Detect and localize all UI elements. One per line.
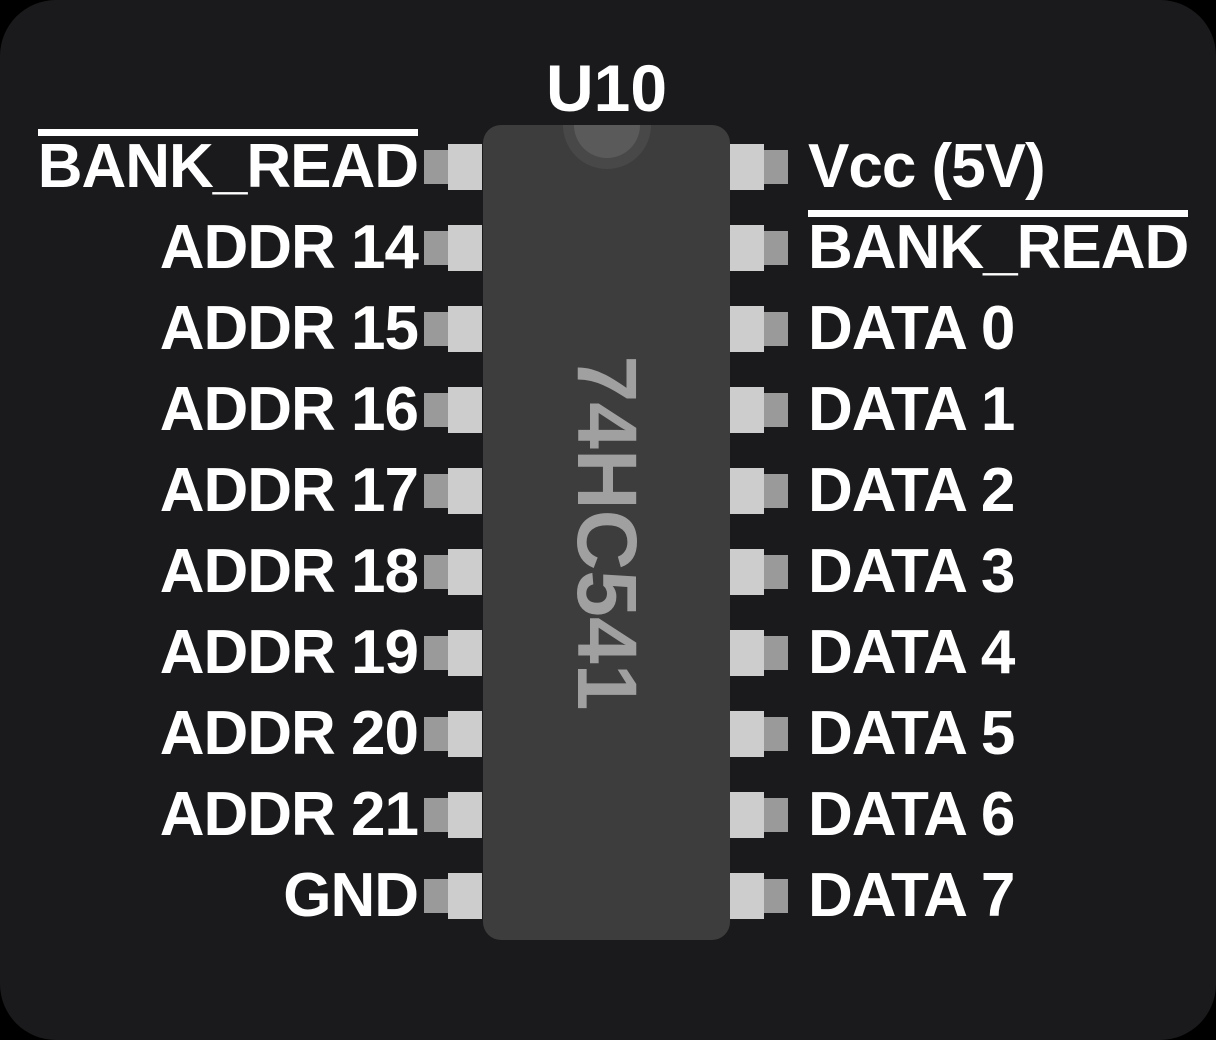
pin-pad-right-outer — [764, 879, 788, 913]
pin-row-right: DATA 5 — [808, 694, 1015, 774]
pin-pad-left-inner — [448, 792, 482, 838]
pin-pad-left-outer — [424, 555, 448, 589]
pin-label-right-1: Vcc (5V) — [808, 132, 1046, 201]
pin-pad-right-outer — [764, 474, 788, 508]
pin-pad-right-inner — [730, 630, 764, 676]
pin-pad-right-inner — [730, 144, 764, 190]
pin-pad-right-inner — [730, 711, 764, 757]
pin-label-right-3: DATA 0 — [808, 294, 1015, 363]
pin-pad-right-outer — [764, 636, 788, 670]
pin-pad-right-inner — [730, 387, 764, 433]
pin-label-right-6: DATA 3 — [808, 537, 1015, 606]
pin-row-right: Vcc (5V) — [808, 127, 1046, 207]
pin-pad-left-outer — [424, 312, 448, 346]
pin-row-right: DATA 4 — [808, 613, 1015, 693]
pin-row-left: ADDR 16 — [159, 370, 419, 450]
pin-pad-left-inner — [448, 144, 482, 190]
pin-pad-right-outer — [764, 231, 788, 265]
pin-row-right: DATA 0 — [808, 289, 1015, 369]
pin-row-left: ADDR 18 — [159, 532, 419, 612]
pin-pad-right-inner — [730, 306, 764, 352]
pin-label-left-1: BANK_READ — [37, 129, 419, 198]
pin-row-left: ADDR 19 — [159, 613, 419, 693]
pin-label-left-3: ADDR 15 — [159, 294, 419, 363]
pin-row-left: ADDR 20 — [159, 694, 419, 774]
active-low-overline — [37, 129, 418, 136]
pin-pad-left-outer — [424, 636, 448, 670]
pin-pad-right-outer — [764, 312, 788, 346]
pin-label-right-8: DATA 5 — [808, 699, 1015, 768]
chip-part-number: 74HC541 — [559, 355, 654, 710]
pin-label-left-2: ADDR 14 — [159, 213, 419, 282]
pin-label-right-5: DATA 2 — [808, 456, 1015, 525]
pin-pad-right-outer — [764, 798, 788, 832]
pin-pad-left-outer — [424, 474, 448, 508]
pin-pad-left-inner — [448, 225, 482, 271]
pin-label-left-7: ADDR 19 — [159, 618, 419, 687]
pin-pad-left-outer — [424, 393, 448, 427]
pin-pad-right-outer — [764, 717, 788, 751]
pin-row-left: GND — [283, 856, 419, 936]
pin-pad-right-inner — [730, 549, 764, 595]
pin-pad-right-inner — [730, 225, 764, 271]
pin-label-right-7: DATA 4 — [808, 618, 1015, 687]
pin-pad-left-outer — [424, 150, 448, 184]
pin-label-right-4: DATA 1 — [808, 375, 1015, 444]
pin-row-left: ADDR 14 — [159, 208, 419, 288]
pin-pad-right-outer — [764, 393, 788, 427]
active-low-overline — [808, 210, 1189, 217]
pin-label-right-9: DATA 6 — [808, 780, 1015, 849]
pin-row-right: DATA 6 — [808, 775, 1015, 855]
pin-row-left: ADDR 21 — [159, 775, 419, 855]
pin-row-right: DATA 7 — [808, 856, 1015, 936]
pin-pad-right-outer — [764, 150, 788, 184]
pin-pad-left-outer — [424, 879, 448, 913]
pin-pad-right-inner — [730, 873, 764, 919]
pin-label-right-10: DATA 7 — [808, 861, 1015, 930]
pin-pad-left-inner — [448, 549, 482, 595]
pin-pad-left-inner — [448, 306, 482, 352]
pin-row-left: ADDR 17 — [159, 451, 419, 531]
pin-pad-right-inner — [730, 792, 764, 838]
pin-row-right: DATA 1 — [808, 370, 1015, 450]
pin-row-right: DATA 2 — [808, 451, 1015, 531]
pin-row-left: ADDR 15 — [159, 289, 419, 369]
pin-label-left-8: ADDR 20 — [159, 699, 419, 768]
pin-label-left-9: ADDR 21 — [159, 780, 419, 849]
pin-pad-left-inner — [448, 468, 482, 514]
pin-pad-left-inner — [448, 873, 482, 919]
pin-row-right: BANK_READ — [808, 208, 1189, 288]
pin-row-left: BANK_READ — [37, 127, 419, 207]
pin-row-right: DATA 3 — [808, 532, 1015, 612]
pin-label-left-6: ADDR 18 — [159, 537, 419, 606]
chip-designator: U10 — [545, 51, 668, 125]
pin-pad-left-inner — [448, 630, 482, 676]
pin-pad-right-inner — [730, 468, 764, 514]
pin-label-right-2: BANK_READ — [808, 210, 1189, 279]
pin-pad-left-outer — [424, 231, 448, 265]
pin-pad-left-outer — [424, 798, 448, 832]
pin-label-left-4: ADDR 16 — [159, 375, 419, 444]
pin-pad-left-inner — [448, 711, 482, 757]
pin-pad-right-outer — [764, 555, 788, 589]
pin-label-left-10: GND — [283, 861, 419, 930]
pin-label-left-5: ADDR 17 — [159, 456, 419, 525]
pin-pad-left-inner — [448, 387, 482, 433]
chip-body: 74HC541 — [483, 125, 730, 940]
pin-pad-left-outer — [424, 717, 448, 751]
